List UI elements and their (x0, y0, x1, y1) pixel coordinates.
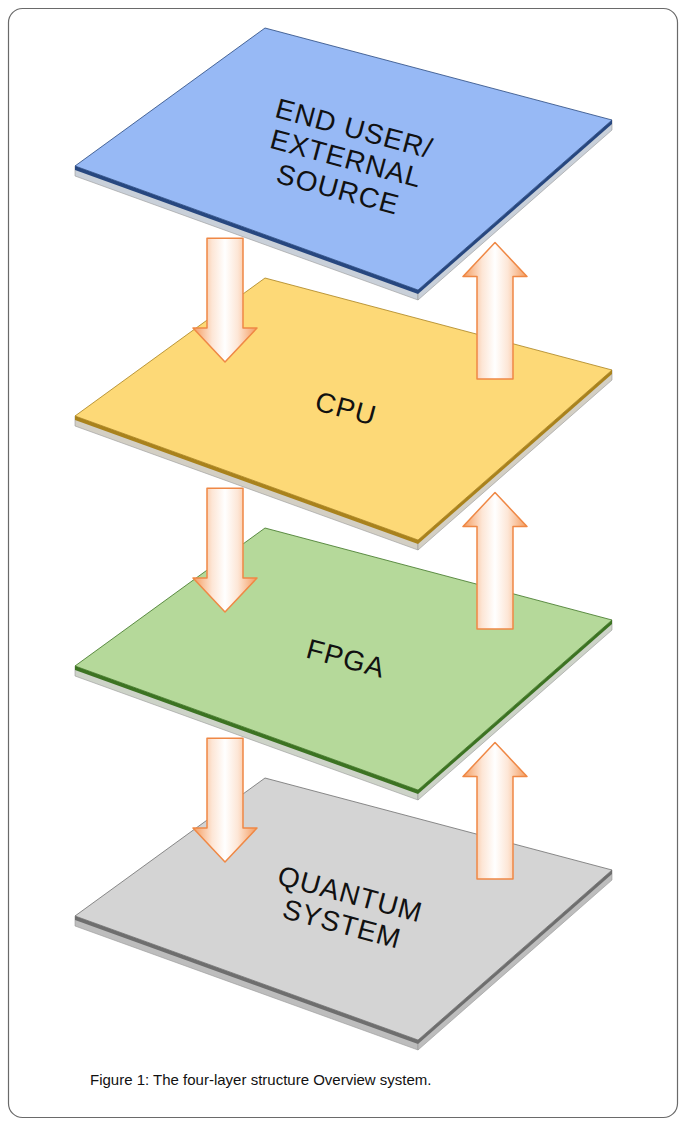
slab-face (75, 28, 612, 290)
slab-face (75, 778, 612, 1040)
slab-face (75, 278, 612, 540)
layer-label: END USER/ EXTERNAL SOURCE (246, 90, 444, 227)
layer-slab: CPU (75, 278, 612, 550)
layer-label: CPU (255, 371, 437, 448)
layer-slab: FPGA (75, 528, 612, 800)
image-area (72, 20, 618, 1044)
figure-caption: Figure 1: The four-layer structure Overv… (90, 1071, 650, 1088)
layer-label: QUANTUM SYSTEM (250, 855, 440, 962)
layer-label: FPGA (255, 621, 437, 698)
frame-border (9, 9, 678, 1118)
layer-slab: END USER/ EXTERNAL SOURCE (75, 28, 612, 300)
slab-face (75, 528, 612, 790)
layer-slab: QUANTUM SYSTEM (75, 778, 612, 1050)
